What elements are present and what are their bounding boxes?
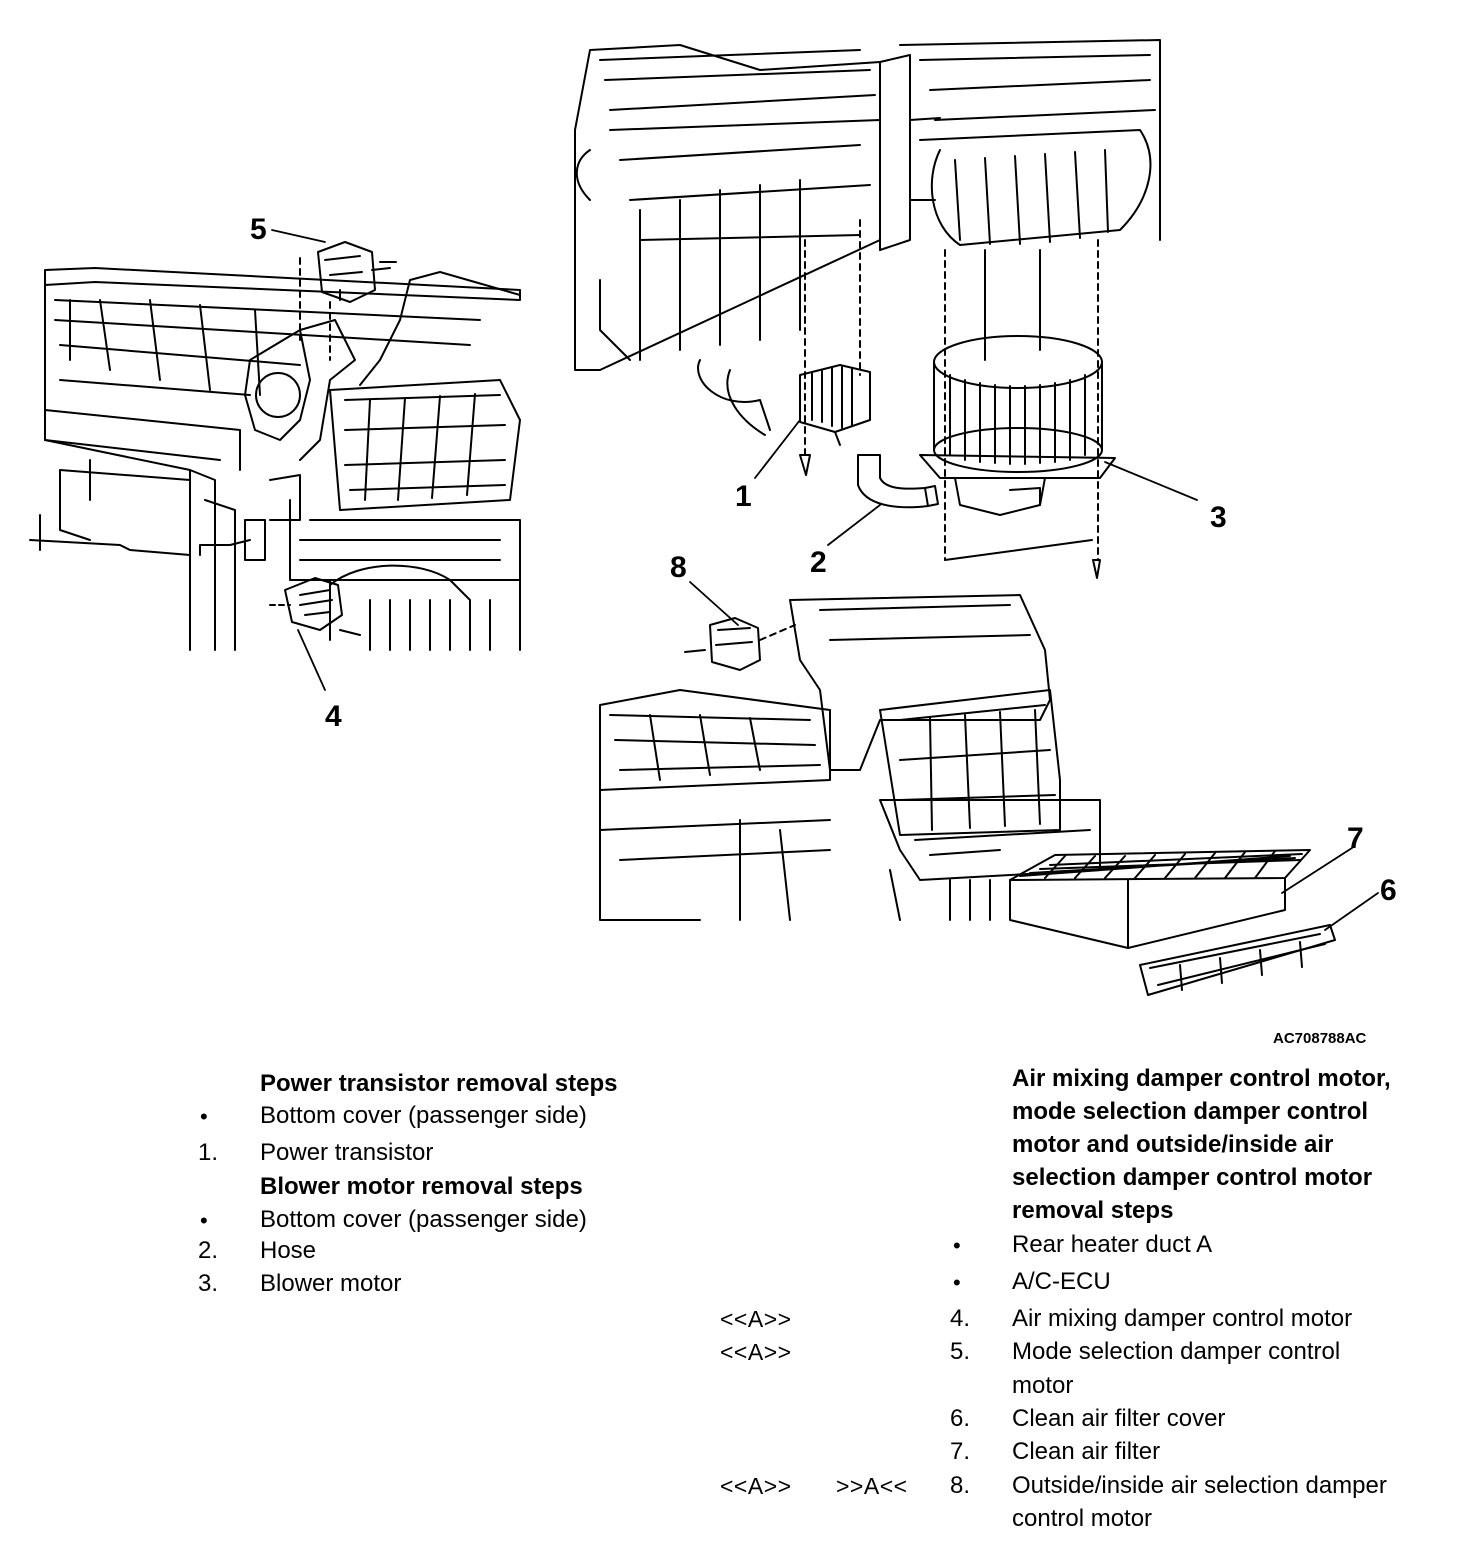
rc-item-3-label: Air mixing damper control motor xyxy=(1012,1305,1353,1332)
figure-id: AC708788AC xyxy=(1273,1030,1367,1047)
pt-item-2-marker: 1. xyxy=(198,1139,219,1166)
rc-item-2-label: A/C-ECU xyxy=(1012,1268,1111,1295)
blower-motor-drawing xyxy=(919,239,1116,579)
upper-right-case-assembly xyxy=(574,39,1161,436)
power-transistor-drawing xyxy=(799,219,871,476)
pt-item-2-label: Power transistor xyxy=(260,1139,434,1166)
exploded-view-illustration xyxy=(29,39,1379,996)
clean-air-filter-cover-drawing xyxy=(1139,924,1336,996)
mode-selection-damper-control-motor-drawing xyxy=(299,241,397,361)
bm-item-1-marker: • xyxy=(200,1208,208,1233)
callout-6: 6 xyxy=(1380,874,1397,907)
callout-2: 2 xyxy=(810,546,827,579)
heading-line-5: removal steps xyxy=(1012,1197,1174,1224)
clean-air-filter-drawing xyxy=(1009,849,1311,949)
rc-item-4-marker: 5. xyxy=(950,1338,971,1365)
rc-item-3-removal-ref: <<A>> xyxy=(720,1306,792,1332)
pt-item-1-marker: • xyxy=(200,1104,208,1129)
rc-item-7-marker: 8. xyxy=(950,1472,971,1499)
left-heater-unit-assembly xyxy=(29,267,521,651)
bm-item-2-label: Hose xyxy=(260,1237,317,1264)
rc-item-1-label: Rear heater duct A xyxy=(1012,1231,1213,1258)
rc-item-7-label-line-2: control motor xyxy=(1012,1505,1153,1532)
bm-item-3-label: Blower motor xyxy=(260,1270,402,1297)
rc-item-3-marker: 4. xyxy=(950,1305,971,1332)
rc-item-4-removal-ref: <<A>> xyxy=(720,1339,792,1365)
rc-item-7-install-ref: >>A<< xyxy=(836,1473,908,1499)
rc-item-4-label-line-1: Mode selection damper control xyxy=(1012,1338,1341,1365)
callout-4: 4 xyxy=(325,700,342,733)
heading-line-4: selection damper control motor xyxy=(1012,1164,1373,1191)
rc-item-1-marker: • xyxy=(953,1233,961,1258)
hose-drawing xyxy=(857,454,939,509)
leader-lines xyxy=(271,229,1379,931)
rc-item-7-removal-ref: <<A>> xyxy=(720,1473,792,1499)
rc-item-4-label-line-2: motor xyxy=(1012,1372,1074,1399)
callout-8: 8 xyxy=(670,551,687,584)
bm-item-3-marker: 3. xyxy=(198,1270,219,1297)
rc-item-6-marker: 7. xyxy=(950,1438,971,1465)
rc-item-6-label: Clean air filter xyxy=(1012,1438,1161,1465)
callout-3: 3 xyxy=(1210,501,1227,534)
heading-line-3: motor and outside/inside air xyxy=(1012,1131,1334,1158)
heading-line-2: mode selection damper control xyxy=(1012,1098,1369,1125)
bm-item-2-marker: 2. xyxy=(198,1237,219,1264)
callout-7: 7 xyxy=(1347,822,1364,855)
callout-1: 1 xyxy=(735,480,752,513)
heading-line-1: Air mixing damper control motor, xyxy=(1012,1065,1391,1092)
air-mixing-damper-control-motor-drawing xyxy=(269,577,361,636)
rc-item-2-marker: • xyxy=(953,1270,961,1295)
rc-item-5-label: Clean air filter cover xyxy=(1012,1405,1226,1432)
blower-motor-heading: Blower motor removal steps xyxy=(260,1173,583,1200)
outside-inside-air-selection-damper-control-motor-drawing xyxy=(684,617,796,671)
pt-item-1-label: Bottom cover (passenger side) xyxy=(260,1102,587,1129)
bm-item-1-label: Bottom cover (passenger side) xyxy=(260,1206,587,1233)
power-transistor-heading: Power transistor removal steps xyxy=(260,1070,618,1097)
callout-5: 5 xyxy=(250,213,267,246)
lower-right-case-assembly xyxy=(599,594,1101,921)
rc-item-7-label-line-1: Outside/inside air selection damper xyxy=(1012,1472,1387,1499)
rc-item-5-marker: 6. xyxy=(950,1405,971,1432)
